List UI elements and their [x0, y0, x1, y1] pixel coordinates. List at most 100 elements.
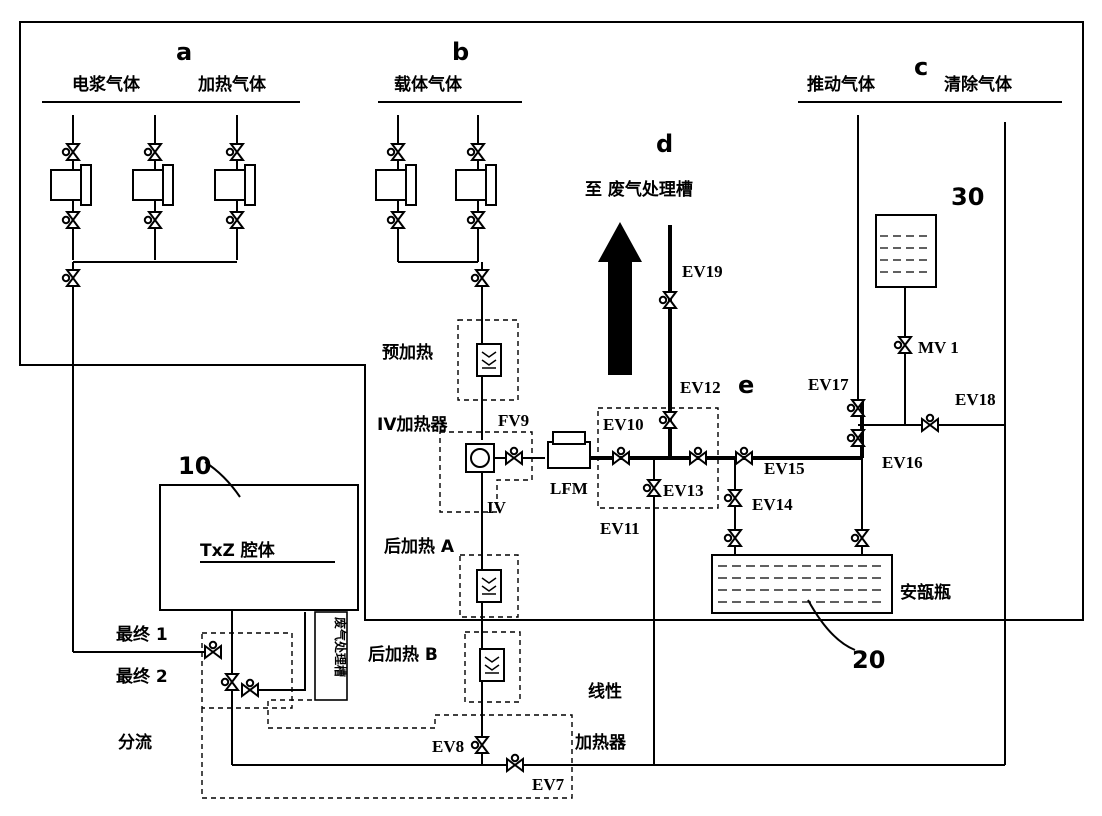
final-2-valve[interactable] — [220, 673, 239, 691]
heating-inlet-valve[interactable] — [225, 143, 244, 161]
purge-gas-label: 清除气体 — [944, 74, 1013, 95]
post-heat-b-label: 后加热 B — [368, 644, 438, 665]
post-heat-a-heater-icon — [476, 569, 502, 603]
carrier-mfc-2 — [455, 164, 497, 206]
carrier-outlet-valve-2[interactable] — [466, 211, 485, 229]
plasma-outlet-valve-1[interactable] — [61, 211, 80, 229]
tank-30-ref: 30 — [951, 183, 984, 211]
ev12-label: EV12 — [680, 378, 721, 397]
post-heat-a-box — [459, 554, 519, 618]
plasma-merge-valve[interactable] — [61, 269, 80, 287]
exhaust-arrow — [598, 222, 642, 375]
outer-boundary — [19, 21, 1084, 621]
group-d-label: d — [656, 130, 673, 158]
group-c-label: c — [914, 53, 928, 81]
ev10-label: EV10 — [603, 415, 644, 434]
plasma-mfc-2 — [132, 164, 174, 206]
chamber-body — [159, 484, 359, 611]
ev11-valve[interactable] — [642, 479, 661, 497]
heating-gas-label: 加热气体 — [197, 74, 267, 95]
chamber-ref-leader — [204, 461, 241, 498]
lfm-meter-top — [552, 431, 586, 445]
linear-heater-label-1: 线性 — [588, 681, 622, 702]
group-e-label: e — [738, 371, 754, 399]
carrier-inlet-valve-1[interactable] — [386, 143, 405, 161]
push-gas-label: 推动气体 — [807, 74, 876, 95]
ampoule-liquid — [718, 565, 886, 603]
ev13-label: EV13 — [663, 481, 704, 500]
ev11-label: EV11 — [600, 519, 640, 538]
plasma-inlet-valve-1[interactable] — [61, 143, 80, 161]
preheat-heater-icon — [476, 343, 502, 377]
ampoule-bottle — [711, 554, 893, 614]
lfm-meter — [547, 441, 591, 469]
ampoule-ref-leader — [807, 599, 856, 651]
group-b-label: b — [452, 38, 469, 66]
mv1-label: MV 1 — [918, 338, 959, 357]
carrier-merge-valve[interactable] — [470, 269, 489, 287]
exhaust-tank-outline — [314, 611, 348, 701]
heating-outlet-valve[interactable] — [225, 211, 244, 229]
ev16-label: EV16 — [882, 453, 923, 472]
iv-heater-label: IV加热器 — [377, 414, 448, 435]
ev12-valve[interactable] — [658, 411, 677, 429]
ev10-valve[interactable] — [612, 446, 630, 465]
bypass-dashed-line — [201, 699, 573, 799]
mv1-valve[interactable] — [893, 336, 912, 354]
ev19-label: EV19 — [682, 262, 723, 281]
plasma-outlet-valve-2[interactable] — [143, 211, 162, 229]
plasma-inlet-valve-2[interactable] — [143, 143, 162, 161]
ampoule-inlet-valve[interactable] — [723, 529, 742, 547]
final-valve-box — [201, 632, 293, 709]
plasma-gas-label: 电浆气体 — [72, 74, 141, 95]
group-e-box — [597, 407, 719, 509]
ev8-label: EV8 — [432, 737, 464, 756]
post-heat-b-heater-icon — [479, 648, 505, 682]
carrier-gas-label: 载体气体 — [394, 74, 463, 95]
ev17-label: EV17 — [808, 375, 849, 394]
ev14-label: EV14 — [752, 495, 793, 514]
final-1-valve[interactable] — [204, 640, 222, 659]
heating-mfc — [214, 164, 256, 206]
ampoule-ref: 20 — [852, 646, 885, 674]
carrier-outlet-valve-1[interactable] — [386, 211, 405, 229]
carrier-mfc-1 — [375, 164, 417, 206]
ampoule-label: 安瓿瓶 — [900, 582, 951, 603]
preheat-label: 预加热 — [382, 342, 433, 363]
final-1-label: 最终 1 — [116, 624, 168, 645]
ev14-valve[interactable] — [723, 489, 742, 507]
group-a-label: a — [176, 38, 192, 66]
ev7-valve[interactable] — [506, 753, 524, 772]
post-heat-a-label: 后加热 A — [384, 536, 455, 557]
ev15-valve[interactable] — [735, 446, 753, 465]
post-heat-b-box — [464, 631, 521, 703]
exhaust-destination-label: 至 废气处理槽 — [585, 179, 693, 200]
ev19-valve[interactable] — [658, 291, 677, 309]
iv-heater-box — [439, 431, 533, 513]
iv-label: IV — [487, 498, 507, 517]
chamber-ref: 10 — [178, 452, 211, 480]
ev8-valve[interactable] — [470, 736, 489, 754]
ampoule-outlet-valve[interactable] — [850, 529, 869, 547]
tank-30 — [875, 214, 937, 288]
ev13-valve[interactable] — [689, 446, 707, 465]
ev18-valve[interactable] — [921, 413, 939, 432]
carrier-inlet-valve-2[interactable] — [466, 143, 485, 161]
split-label: 分流 — [118, 732, 152, 753]
iv-valve-icon — [470, 448, 490, 468]
fv9-label: FV9 — [498, 411, 529, 430]
fv9-valve[interactable] — [505, 446, 523, 465]
tank-30-liquid — [880, 235, 932, 273]
ev15-label: EV15 — [764, 459, 805, 478]
plasma-mfc-1 — [50, 164, 92, 206]
ev7-label: EV7 — [532, 775, 565, 794]
chamber-exhaust-label: 废气处理槽 — [333, 617, 348, 677]
linear-heater-label-2: 加热器 — [574, 732, 627, 753]
final-2-label: 最终 2 — [116, 666, 168, 687]
ev18-label: EV18 — [955, 390, 996, 409]
preheat-box — [457, 319, 519, 401]
split-valve[interactable] — [241, 678, 259, 697]
chamber-label: TxZ 腔体 — [200, 540, 276, 561]
lfm-label: LFM — [550, 479, 588, 498]
